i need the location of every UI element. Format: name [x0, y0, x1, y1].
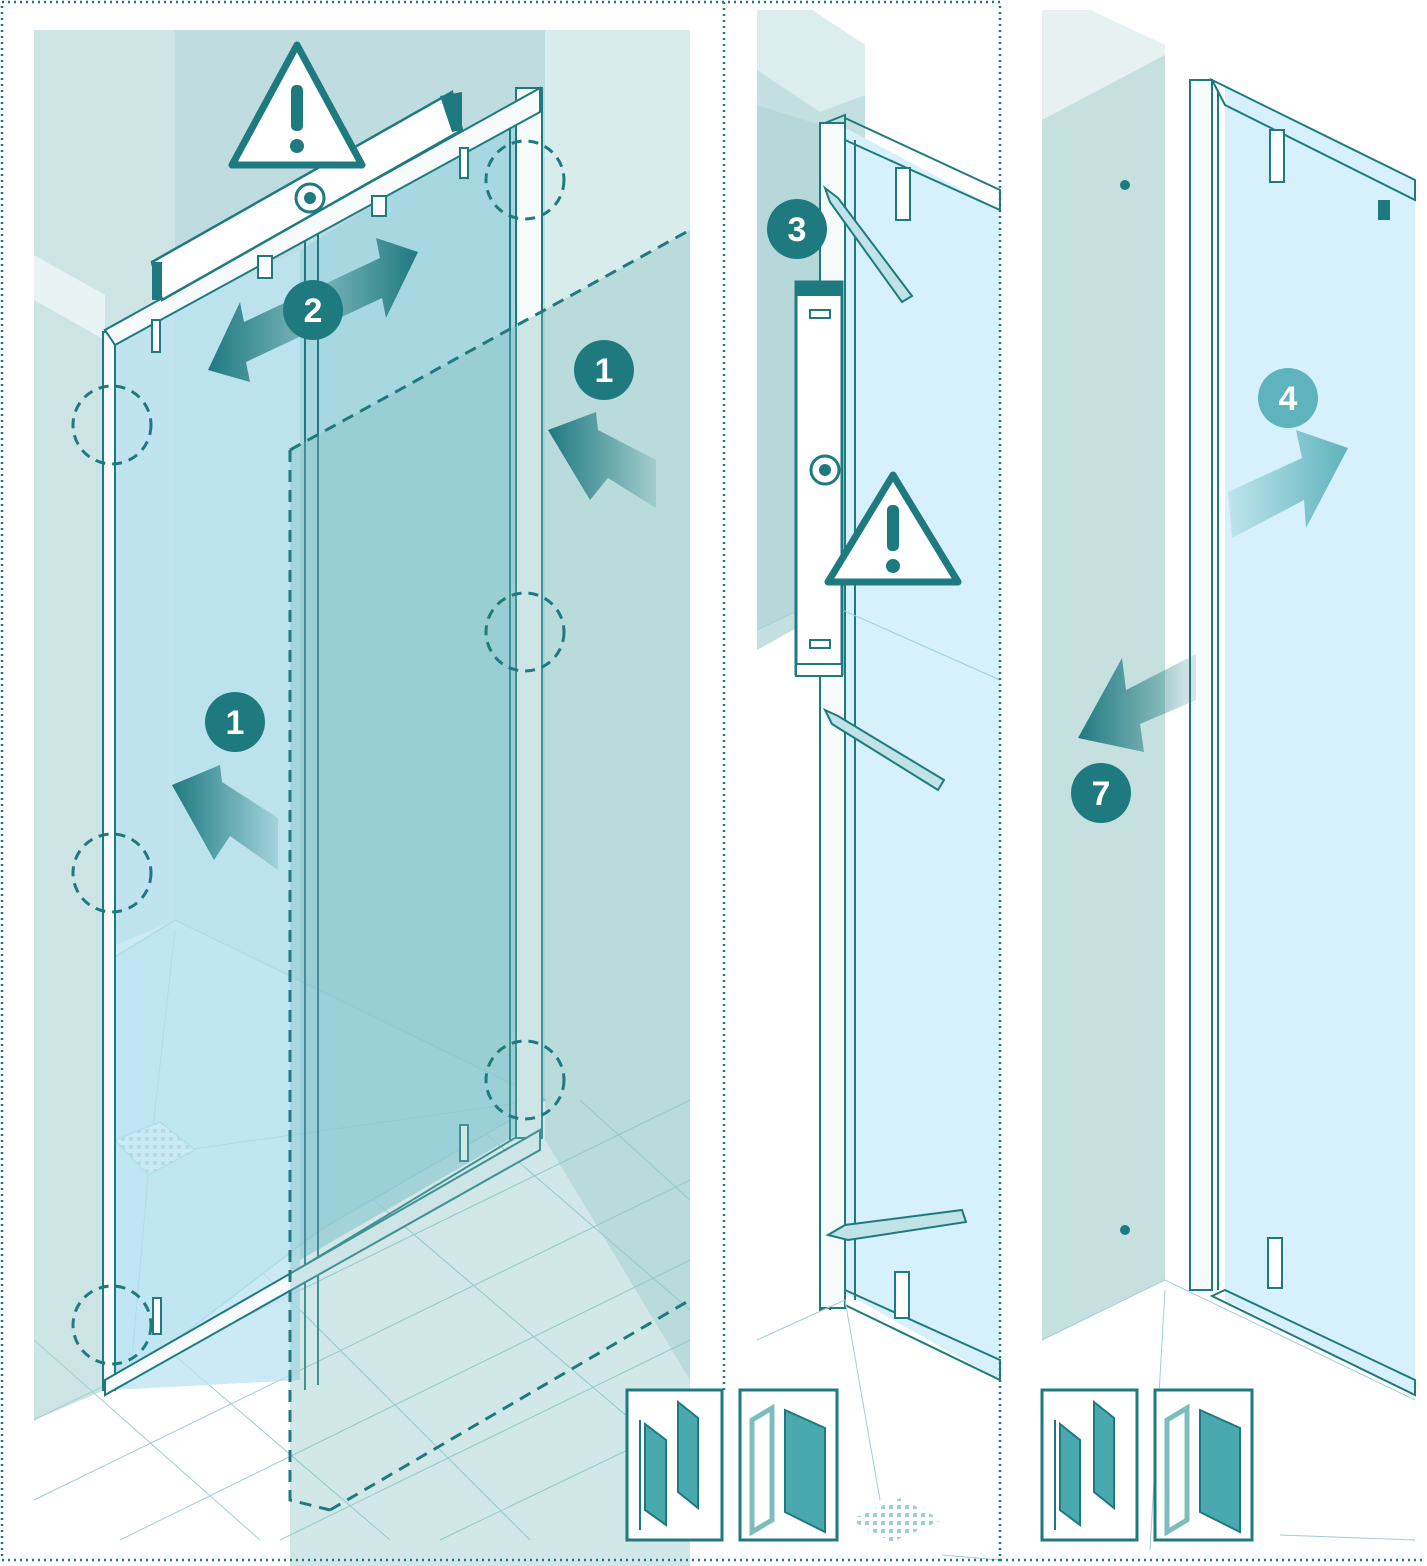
thumbnail-sliding-config [627, 1390, 722, 1540]
step-badge-4: 4 [1258, 368, 1318, 428]
thumbnail-pivot-config-2 [1155, 1390, 1252, 1540]
step-badge-1a: 1 [205, 692, 265, 752]
glass-panel-2 [840, 125, 1000, 1380]
step-badge-3: 3 [767, 199, 827, 259]
svg-text:7: 7 [1092, 775, 1111, 813]
thumbnail-sliding-config-2 [1042, 1390, 1137, 1540]
svg-text:1: 1 [595, 352, 614, 390]
left-pillar [34, 255, 105, 1420]
thumbnail-pivot-config [740, 1390, 837, 1540]
svg-text:2: 2 [304, 292, 323, 330]
svg-text:1: 1 [226, 704, 245, 742]
step-badge-7: 7 [1071, 763, 1131, 823]
wall-profile-left [103, 332, 115, 1390]
svg-text:4: 4 [1279, 380, 1298, 418]
glass-panel-3 [1225, 85, 1415, 1395]
spirit-level-icon [796, 282, 842, 676]
svg-text:3: 3 [788, 211, 807, 249]
step-badge-2: 2 [283, 280, 343, 340]
step-badge-1b: 1 [574, 340, 634, 400]
